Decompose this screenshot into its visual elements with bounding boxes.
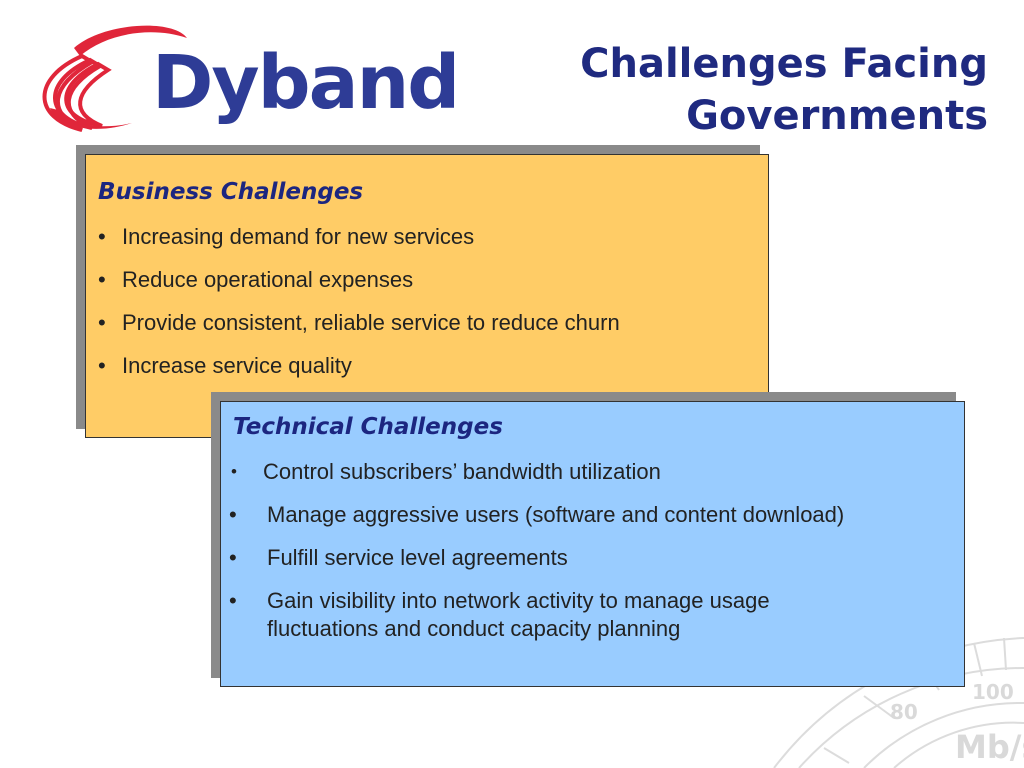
swoosh-icon [42,25,187,132]
bullet-icon: • [98,224,106,249]
list-item: • Manage aggressive users (software and c… [229,501,949,529]
bullet-icon: • [231,462,237,481]
bullet-icon: • [98,267,106,292]
bullet-icon: • [229,545,237,570]
list-item: • Increasing demand for new services [98,223,758,251]
slide-title-line-2: Governments [686,93,988,139]
list-item-text: Gain visibility into network activity to… [267,588,770,641]
list-item: • Reduce operational expenses [98,266,758,294]
business-challenges-list: • Increasing demand for new services • Red… [98,223,758,395]
list-item: • Increase service quality [98,352,758,380]
dyband-logo: Dyband [22,18,460,138]
list-item: • Provide consistent, reliable service to… [98,309,758,337]
list-item-text: Fulfill service level agreements [267,545,568,570]
list-item: • Control subscribers’ bandwidth utilizat… [229,458,949,486]
gauge-label-80: 80 [890,700,918,724]
slide-title: Challenges Facing Governments [468,38,988,142]
gauge-unit: Mb/s [955,728,1024,766]
business-challenges-box: Business Challenges • Increasing demand f… [85,154,769,438]
technical-challenges-box: Technical Challenges • Control subscriber… [220,401,965,687]
bullet-icon: • [229,502,237,527]
list-item-text: Increasing demand for new services [122,224,475,249]
list-item: • Fulfill service level agreements [229,544,949,572]
list-item-text: Provide consistent, reliable service to … [122,310,620,335]
logo-wordmark: Dyband [152,40,460,126]
list-item-text: Reduce operational expenses [122,267,414,292]
bullet-icon: • [98,310,106,335]
bullet-icon: • [98,353,106,378]
business-challenges-heading: Business Challenges [98,179,364,205]
gauge-label-100: 100 [972,680,1014,704]
list-item-text: Manage aggressive users (software and co… [267,502,845,527]
slide-title-line-1: Challenges Facing [580,41,988,87]
technical-challenges-list: • Control subscribers’ bandwidth utilizat… [229,458,949,658]
list-item-text: Increase service quality [122,353,352,378]
bullet-icon: • [229,588,237,613]
list-item-text: Control subscribers’ bandwidth utilizati… [263,459,661,484]
list-item: • Gain visibility into network activity t… [229,587,949,643]
technical-challenges-heading: Technical Challenges [233,414,503,440]
